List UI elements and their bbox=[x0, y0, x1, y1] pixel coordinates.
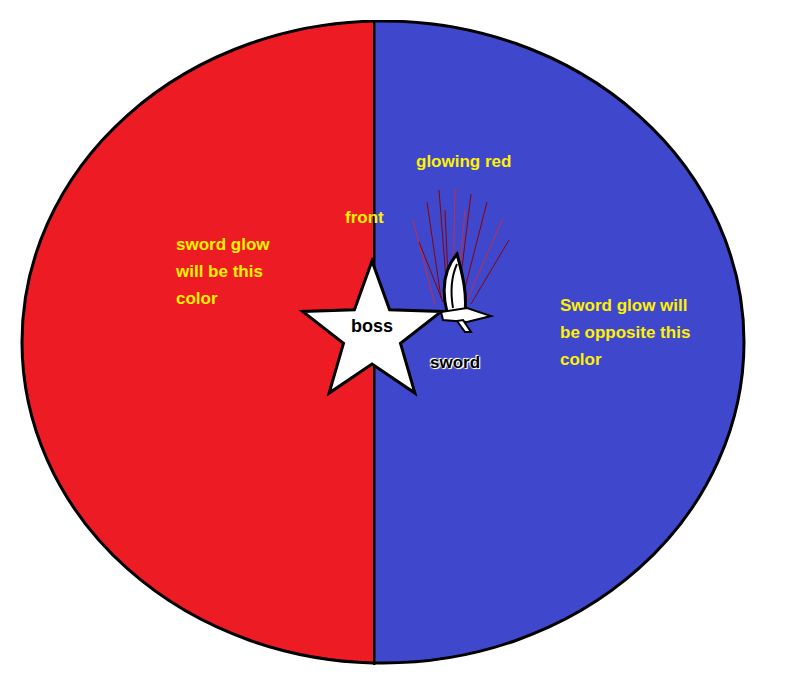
blue-half: Sword glow will be opposite this color sw… bbox=[373, 20, 748, 665]
sword-icon: sword bbox=[405, 180, 515, 380]
red-half: sword glow will be this color bbox=[20, 20, 373, 665]
front-label: front bbox=[345, 208, 384, 228]
glow-note: glowing red bbox=[416, 152, 511, 172]
blue-half-outline bbox=[373, 20, 748, 665]
sword-label: sword bbox=[430, 349, 480, 376]
red-half-outline bbox=[20, 20, 373, 665]
boss-star: boss bbox=[298, 254, 446, 406]
boss-label: boss bbox=[351, 313, 393, 340]
region-note: Sword glow will be opposite this color bbox=[560, 292, 710, 373]
region-note: sword glow will be this color bbox=[176, 231, 294, 312]
sword-icon-outline bbox=[405, 180, 515, 380]
